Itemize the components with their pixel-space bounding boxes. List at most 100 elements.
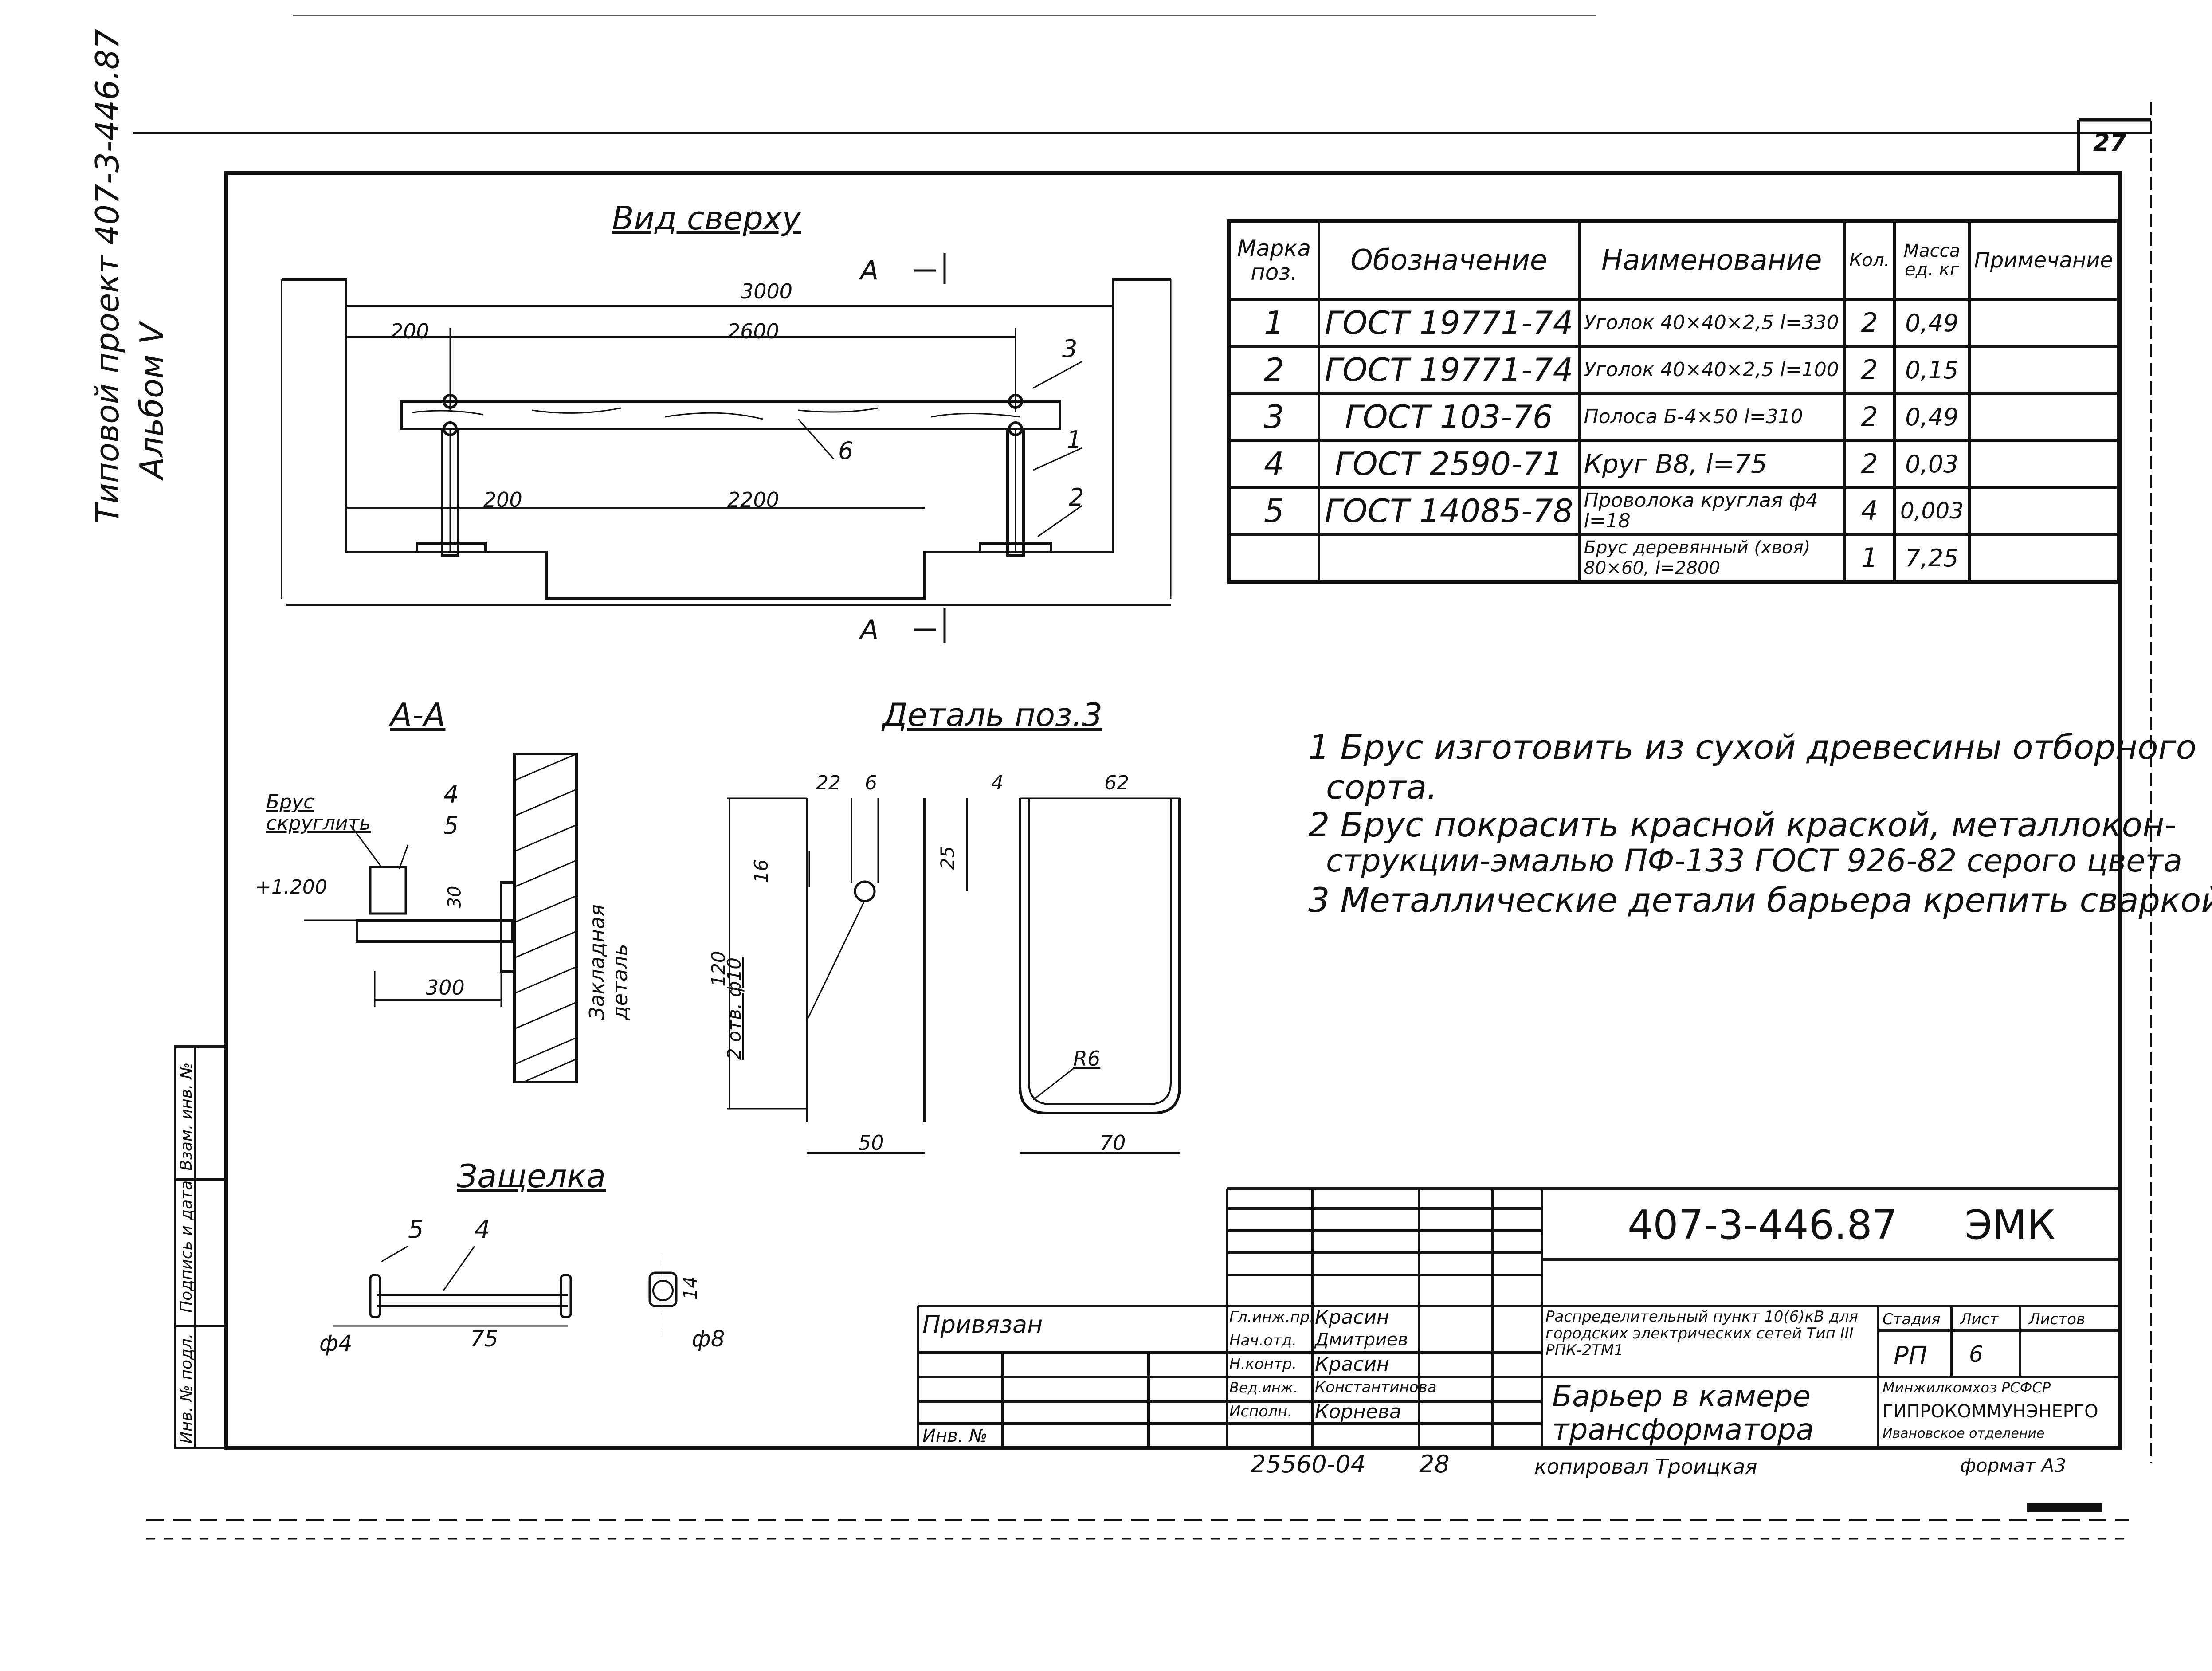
staff-name-5: Корнева <box>1315 1400 1401 1423</box>
cell-pos: 1 <box>1228 298 1320 348</box>
cell-mass: 0,03 <box>1893 439 1971 489</box>
format-label: формат А3 <box>1960 1455 2066 1476</box>
top-view-drawing <box>281 253 1172 643</box>
section-marker-bottom: А <box>860 614 879 645</box>
sheets-header: Листов <box>2029 1310 2086 1328</box>
note-line-5: 3 Металлические детали барьера крепить с… <box>1308 880 2212 920</box>
spec-header-row: Марка поз. Обозначение Наименование Кол.… <box>1228 220 2120 301</box>
tied-label: Привязан <box>922 1310 1043 1338</box>
cell-name: Уголок 40×40×2,5 l=100 <box>1577 345 1846 395</box>
dim-2600: 2600 <box>727 319 780 343</box>
dim-25: 25 <box>937 846 959 870</box>
leader-top-1: 1 <box>1067 426 1082 454</box>
cell-qty: 2 <box>1843 345 1896 395</box>
cell-code: ГОСТ 2590-71 <box>1317 439 1581 489</box>
org-line-2: ГИПРОКОММУНЭНЕРГО <box>1883 1401 2098 1422</box>
sheet-title-2: трансформатора <box>1552 1412 1814 1447</box>
rounding-note: Брус скруглить <box>266 791 371 835</box>
leader-sec-5: 5 <box>443 812 459 839</box>
cell-qty: 2 <box>1843 439 1896 489</box>
cell-mass: 0,003 <box>1893 486 1971 536</box>
spec-row: 1 ГОСТ 19771-74 Уголок 40×40×2,5 l=330 2… <box>1228 298 2120 348</box>
leader-top-6: 6 <box>838 437 854 465</box>
dim-14: 14 <box>679 1276 702 1300</box>
section-a-a-drawing <box>304 753 578 1083</box>
dim-2200: 2200 <box>727 488 780 512</box>
stamp-label-inv: Инв. № подл. <box>177 1333 196 1443</box>
leader-latch-4: 4 <box>475 1215 490 1244</box>
detail-title: Деталь поз.3 <box>882 696 1103 734</box>
side-title: Типовой проект 407-3-446.87 <box>89 29 126 523</box>
title-block-lines <box>917 1187 2120 1448</box>
cell-mass: 0,49 <box>1893 298 1971 348</box>
cell-qty: 4 <box>1843 486 1896 536</box>
sheet-title-1: Барьер в камере <box>1552 1379 1811 1413</box>
col-note: Примечание <box>1968 220 2120 301</box>
spec-table: Марка поз. Обозначение Наименование Кол.… <box>1227 219 2120 584</box>
dim-30: 30 <box>444 886 465 909</box>
col-name: Наименование <box>1577 220 1846 301</box>
org-line-3: Ивановское отделение <box>1883 1426 2045 1441</box>
cell-qty: 1 <box>1843 533 1896 583</box>
sheet-number: 27 <box>2093 129 2127 157</box>
dim-50: 50 <box>858 1131 884 1155</box>
cell-note <box>1968 486 2120 536</box>
col-code: Обозначение <box>1317 220 1581 301</box>
org-line-1: Минжилкомхоз РСФСР <box>1883 1379 2051 1396</box>
staff-name-3: Красин <box>1315 1353 1389 1376</box>
section-marker-top: А <box>860 255 879 286</box>
cell-note <box>1968 392 2120 442</box>
stamp-label-sign: Подпись и дата <box>177 1180 196 1313</box>
cell-name: Уголок 40×40×2,5 l=330 <box>1577 298 1846 348</box>
section-code: ЭМК <box>1965 1202 2055 1248</box>
spec-row: 2 ГОСТ 19771-74 Уголок 40×40×2,5 l=100 2… <box>1228 345 2120 395</box>
cell-code: ГОСТ 19771-74 <box>1317 345 1581 395</box>
leader-top-3: 3 <box>1062 335 1078 363</box>
note-line-1: 1 Брус изготовить из сухой древесины отб… <box>1308 727 2197 767</box>
cell-code: ГОСТ 103-76 <box>1317 392 1581 442</box>
cell-name: Полоса Б-4×50 l=310 <box>1577 392 1846 442</box>
staff-role-1: Гл.инж.пр. <box>1229 1308 1314 1326</box>
cell-code: ГОСТ 19771-74 <box>1317 298 1581 348</box>
col-mass: Масса ед. кг <box>1893 220 1971 301</box>
dim-d4: ф4 <box>319 1330 353 1356</box>
dim-elev: +1.200 <box>255 876 327 898</box>
staff-name-2: Дмитриев <box>1315 1330 1408 1350</box>
stage-value: РП <box>1894 1342 1927 1370</box>
cell-pos: 3 <box>1228 392 1320 442</box>
dim-6: 6 <box>865 772 877 794</box>
cell-note <box>1968 439 2120 489</box>
cell-code <box>1317 533 1581 583</box>
dim-3000: 3000 <box>741 279 793 303</box>
col-qty: Кол. <box>1843 220 1896 301</box>
latch-title: Защелка <box>457 1157 606 1195</box>
dim-200-b: 200 <box>483 488 522 512</box>
staff-role-2: Нач.отд. <box>1229 1332 1297 1349</box>
project-title: Распределительный пункт 10(6)кВ для горо… <box>1545 1308 1859 1359</box>
cell-pos <box>1228 533 1320 583</box>
spec-row: 3 ГОСТ 103-76 Полоса Б-4×50 l=310 2 0,49 <box>1228 392 2120 442</box>
embedded-label: Закладная деталь <box>585 904 632 1020</box>
top-view-title: Вид сверху <box>612 200 801 237</box>
cell-pos: 2 <box>1228 345 1320 395</box>
page-number: 28 <box>1419 1450 1450 1478</box>
spec-row: Брус деревянный (хвоя) 80×60, l=2800 1 7… <box>1228 533 2120 583</box>
note-line-3: 2 Брус покрасить красной краской, металл… <box>1308 805 2177 844</box>
cell-qty: 2 <box>1843 392 1896 442</box>
note-line-2: сорта. <box>1326 767 1438 807</box>
cell-note <box>1968 298 2120 348</box>
leader-latch-5: 5 <box>408 1215 424 1244</box>
col-pos: Марка поз. <box>1228 220 1320 301</box>
sheet-header: Лист <box>1960 1310 1999 1328</box>
dim-70: 70 <box>1100 1131 1126 1155</box>
cell-code: ГОСТ 14085-78 <box>1317 486 1581 536</box>
cell-note <box>1968 345 2120 395</box>
leader-sec-4: 4 <box>443 781 459 808</box>
latch-drawing <box>333 1245 678 1335</box>
order-number: 25560-04 <box>1251 1450 1366 1478</box>
detail-pos3-drawing <box>727 797 1181 1154</box>
staff-role-5: Исполн. <box>1229 1403 1292 1420</box>
cell-qty: 2 <box>1843 298 1896 348</box>
copied-by: копировал Троицкая <box>1534 1455 1757 1479</box>
staff-role-3: Н.контр. <box>1229 1355 1297 1373</box>
